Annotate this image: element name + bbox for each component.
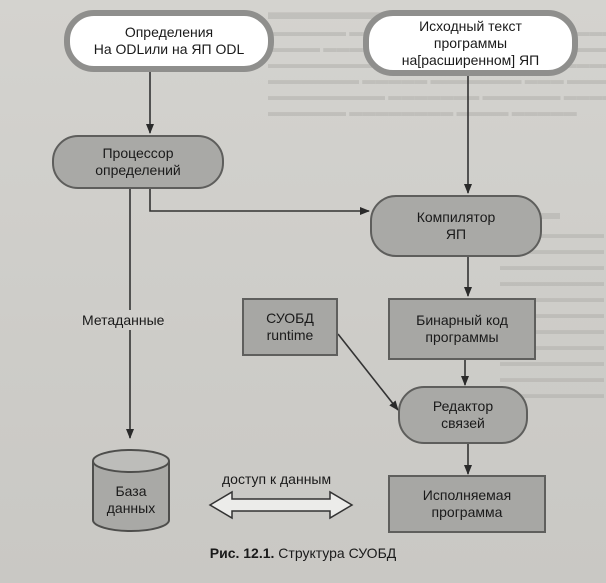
figure-caption: Рис. 12.1. Структура СУОБД [0, 545, 606, 561]
definitions-line-1: Определения [124, 24, 214, 40]
binary-line-1: Бинарный код [416, 312, 508, 328]
data-access-label: доступ к данным [222, 471, 332, 487]
definitions-processor-node: Процессор определений [52, 135, 224, 189]
executable-line-2: программа [431, 504, 503, 520]
dbms-runtime-node: СУОБД runtime [242, 298, 338, 356]
compiler-line-1: Компилятор [416, 209, 496, 225]
source-text-line-3: на[расширенном] ЯП [401, 51, 540, 68]
caption-title: Структура СУОБД [278, 545, 397, 561]
link-editor-node: Редактор связей [398, 386, 528, 444]
database-cylinder [92, 449, 170, 532]
source-text-line-2: программы [433, 34, 508, 51]
definitions-line-2: На ODLили на ЯП ODL [93, 41, 245, 57]
editor-line-1: Редактор [432, 398, 494, 414]
executable-node: Исполняемая программа [388, 475, 546, 533]
database-node: База данных [93, 474, 169, 526]
metadata-label: Метаданные [82, 310, 165, 330]
caption-number: Рис. 12.1. [209, 545, 275, 561]
binary-line-2: программы [425, 329, 499, 345]
binary-code-node: Бинарный код программы [388, 298, 536, 360]
edge-processor-to-compiler [149, 188, 370, 215]
database-line-1: База [115, 483, 147, 499]
source-text-node: Исходный текст программы на[расширенном]… [363, 10, 578, 76]
edge-runtime-to-editor [337, 333, 399, 411]
runtime-line-1: СУОБД [266, 310, 314, 326]
processor-line-1: Процессор [102, 145, 174, 161]
data-access-arrow [208, 490, 354, 520]
definitions-node: Определения На ODLили на ЯП ODL [64, 10, 274, 72]
compiler-line-2: ЯП [445, 226, 467, 242]
editor-line-2: связей [441, 415, 485, 431]
database-line-2: данных [106, 500, 156, 516]
source-text-line-1: Исходный текст [419, 17, 522, 34]
processor-line-2: определений [95, 162, 181, 178]
compiler-node: Компилятор ЯП [370, 195, 542, 257]
executable-line-1: Исполняемая [422, 487, 512, 503]
runtime-line-2: runtime [266, 327, 314, 343]
